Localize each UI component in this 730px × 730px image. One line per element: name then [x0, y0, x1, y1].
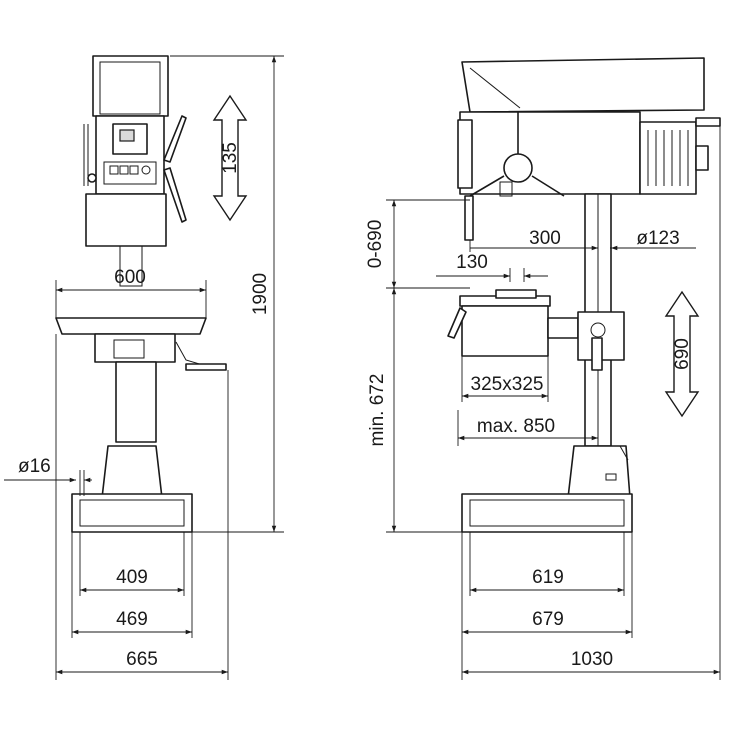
front-view: [55, 55, 227, 533]
dimension-lines: [4, 55, 721, 680]
dim-672-label: min. 672: [367, 374, 388, 447]
dim-1030-label: 1030: [571, 649, 613, 670]
dim-130-label: 130: [456, 252, 488, 273]
dim-135-label: 135: [220, 142, 241, 174]
dim-325-label: 325x325: [471, 374, 544, 395]
dim-850-label: max. 850: [477, 416, 555, 437]
dim-1900-label: 1900: [250, 273, 271, 315]
lift-arrow: [664, 290, 700, 418]
dim-469-label: 469: [116, 609, 148, 630]
front-column: [115, 361, 157, 443]
front-handle-upper: [163, 115, 187, 163]
dim-16-label: ø16: [18, 456, 51, 477]
stroke-arrow: [212, 94, 248, 222]
dim-300-label: 300: [529, 228, 561, 249]
dim-0-690-label: 0-690: [365, 220, 386, 269]
side-head: [459, 111, 641, 195]
dim-665-label: 665: [126, 649, 158, 670]
front-quill-housing: [85, 193, 167, 247]
side-vice: [495, 289, 537, 299]
side-view: [447, 57, 721, 533]
front-crank-handle: [185, 363, 227, 371]
front-table: [55, 317, 207, 335]
front-handle-lower: [163, 167, 187, 223]
side-drill-chuck: [464, 195, 474, 241]
side-foot: [567, 445, 631, 499]
dimension-labels: 135 1900 600 ø16 409 469 665 0-690 min. …: [18, 142, 693, 670]
dim-123-label: ø123: [636, 228, 679, 249]
dim-619-label: 619: [532, 567, 564, 588]
side-feed-hub: [503, 153, 533, 183]
side-table: [461, 305, 549, 357]
side-top-cover: [461, 57, 705, 113]
dim-690-label: 690: [672, 338, 693, 370]
dim-409-label: 409: [116, 567, 148, 588]
front-motor-cover: [92, 55, 169, 117]
dim-679-label: 679: [532, 609, 564, 630]
front-foot: [101, 445, 163, 499]
dim-600-label: 600: [114, 267, 146, 288]
